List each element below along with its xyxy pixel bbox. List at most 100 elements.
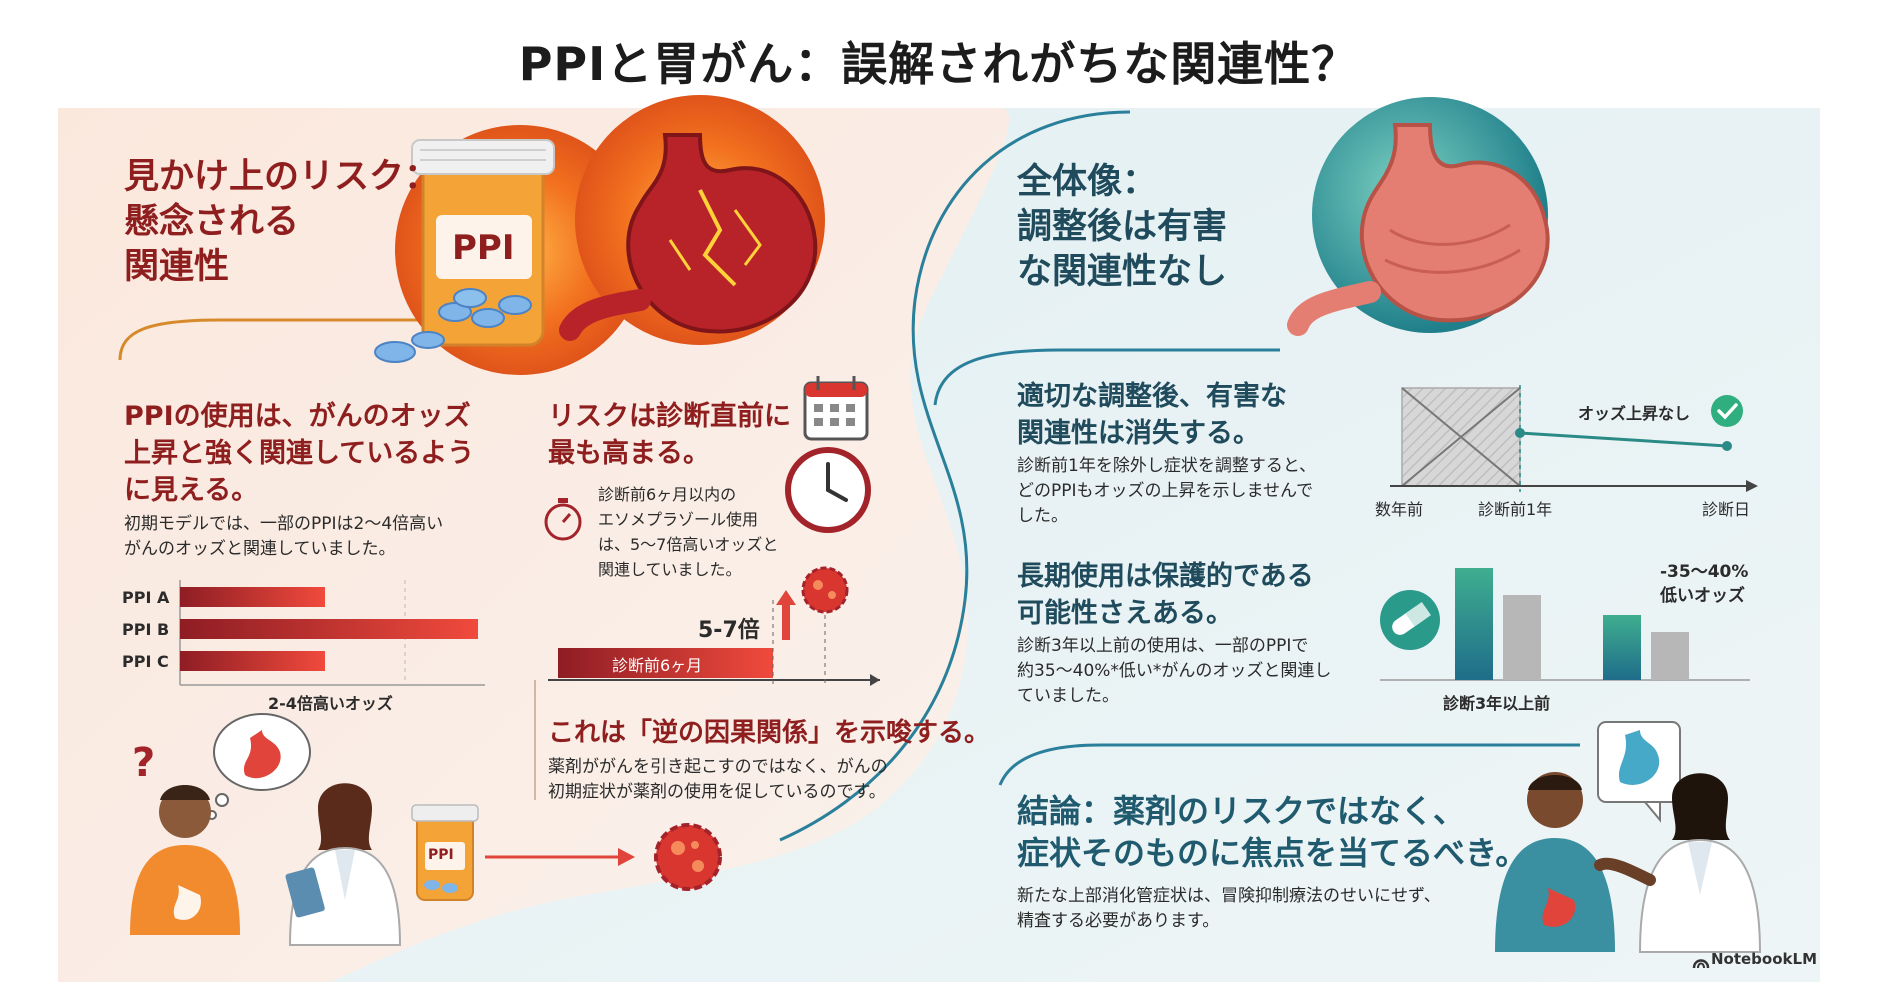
conclusion-body-line: 新たな上部消化管症状は、冒険抑制療法のせいにせず、	[1017, 886, 1441, 906]
protect-heading-line: 長期使用は保護的である	[1017, 561, 1314, 592]
right-heading-line: 全体像：	[1017, 162, 1158, 202]
conclusion-heading-line: 症状そのものに焦点を当てるべき。	[1017, 834, 1528, 872]
left-heading-line: 見かけ上のリスク：	[124, 157, 440, 197]
odds-body: 初期モデルでは、一部のPPIは2〜4倍高い がんのオッズと関連していました。	[124, 512, 443, 562]
lower-odds-tag-line: -35〜40%	[1660, 562, 1749, 582]
reverse-body: 薬剤ががんを引き起こすのではなく、がんの 初期症状が薬剤の使用を促しているのです…	[548, 755, 888, 805]
protect-body-line: ていました。	[1017, 686, 1119, 706]
adjust-body-line: 診断前1年を除外し症状を調整すると、	[1017, 456, 1317, 476]
conclusion-heading-line: 結論：薬剤のリスクではなく、	[1017, 792, 1466, 830]
protect-axis-label: 診断3年以上前	[1443, 694, 1551, 713]
doctor-icon	[285, 783, 402, 946]
clock-icon	[785, 447, 871, 533]
conclusion-body: 新たな上部消化管症状は、冒険抑制療法のせいにせず、 精査する必要があります。	[1017, 884, 1441, 934]
adjust-heading-line: 関連性は消失する。	[1017, 418, 1260, 449]
small-bottle-label: PPI	[428, 847, 454, 863]
timing-body-line: は、5〜7倍高いオッズと	[598, 535, 779, 554]
timing-body-line: エソメプラゾール使用	[598, 510, 759, 529]
lower-odds-tag-line: 低いオッズ	[1660, 586, 1745, 606]
adjust-body-line: した。	[1017, 506, 1068, 526]
reverse-body-line: 初期症状が薬剤の使用を促しているのです。	[548, 782, 886, 802]
protect-body: 診断3年以上前の使用は、一部のPPIで 約35〜40%*低い*がんのオッズと関連…	[1017, 634, 1331, 709]
bar-long-ppi	[1603, 615, 1641, 680]
bar-label-ppi-b: PPI B	[122, 620, 170, 639]
adjust-heading-line: 適切な調整後、有害な	[1017, 381, 1287, 412]
bar-ppi-c	[180, 651, 325, 671]
bar-ppi-a	[180, 587, 325, 607]
cancer-cell-icon	[801, 566, 849, 614]
calendar-icon	[803, 376, 869, 441]
patient-icon	[130, 785, 240, 935]
pill-bottle-icon	[374, 139, 555, 363]
protect-heading-line: 可能性さえある。	[1017, 598, 1233, 629]
up-arrow	[776, 590, 796, 640]
bar-3y-ppi	[1455, 568, 1493, 680]
reverse-body-line: 薬剤ががんを引き起こすのではなく、がんの	[548, 757, 888, 777]
protect-body-line: 約35〜40%*低い*がんのオッズと関連し	[1017, 661, 1332, 681]
left-heading-line: 関連性	[124, 247, 230, 287]
axis-label-1y-before: 診断前1年	[1478, 500, 1553, 519]
right-heading-line: 調整後は有害	[1017, 207, 1228, 247]
conclusion-separator-curve	[998, 743, 1580, 786]
question-mark: ?	[132, 740, 156, 786]
timing-heading-line: 最も高まる。	[548, 438, 710, 469]
timing-heading: リスクは診断直前に 最も高まる。	[548, 398, 791, 472]
left-heading-line: 懸念される	[124, 202, 300, 242]
timing-body-line: 診断前6ヶ月以内の	[598, 485, 737, 504]
bar-ppi-b	[180, 619, 478, 639]
capsule-icon	[1380, 590, 1440, 650]
conclusion-heading: 結論：薬剤のリスクではなく、 症状そのものに焦点を当てるべき。	[1017, 790, 1527, 874]
odds-axis-label: 2-4倍高いオッズ	[268, 694, 393, 713]
adjust-heading: 適切な調整後、有害な 関連性は消失する。	[1017, 378, 1287, 452]
no-odds-increase-tag: オッズ上昇なし	[1578, 404, 1691, 423]
adjusted-odds-chart	[1390, 385, 1758, 492]
bar-3y-ref	[1503, 595, 1541, 680]
adjust-body-line: どのPPIもオッズの上昇を示しませんで	[1017, 481, 1314, 501]
bar-label-ppi-a: PPI A	[122, 588, 170, 607]
timing-body-line: 関連していました。	[598, 560, 742, 579]
protect-heading: 長期使用は保護的である 可能性さえある。	[1017, 558, 1314, 632]
thought-bubble-icon	[207, 713, 311, 820]
multiplier-label: 5-7倍	[698, 618, 760, 643]
odds-heading: PPIの使用は、がんのオッズ 上昇と強く関連しているよう に見える。	[124, 398, 474, 509]
speech-bubble-icon	[1597, 721, 1681, 823]
odds-bar-chart	[179, 580, 485, 686]
protective-bar-chart	[1380, 568, 1750, 681]
odds-body-line: 初期モデルでは、一部のPPIは2〜4倍高い	[124, 514, 444, 534]
stopwatch-icon	[544, 498, 582, 541]
conclusion-body-line: 精査する必要があります。	[1017, 911, 1220, 931]
timeline-bar	[558, 648, 773, 678]
patient-icon	[1495, 772, 1615, 952]
right-heading: 全体像： 調整後は有害 な関連性なし	[1017, 160, 1227, 295]
adjust-body: 診断前1年を除外し症状を調整すると、 どのPPIもオッズの上昇を示しませんで し…	[1017, 454, 1316, 529]
protect-body-line: 診断3年以上前の使用は、一部のPPIで	[1017, 636, 1309, 656]
bottle-label: PPI	[452, 228, 515, 268]
timing-body: 診断前6ヶ月以内の エソメプラゾール使用 は、5〜7倍高いオッズと 関連していま…	[598, 482, 778, 582]
timing-heading-line: リスクは診断直前に	[548, 401, 791, 432]
right-heading-line: な関連性なし	[1017, 252, 1228, 292]
right-separator-curve	[933, 348, 1280, 406]
lower-odds-tag: -35〜40% 低いオッズ	[1660, 560, 1748, 608]
timeline-chart	[548, 590, 880, 686]
stomach-icon	[1287, 97, 1550, 336]
axis-label-diagnosis-day: 診断日	[1702, 500, 1751, 519]
bar-label-ppi-c: PPI C	[122, 652, 169, 671]
odds-heading-line: PPIの使用は、がんのオッズ	[124, 401, 471, 432]
bar-long-ref	[1651, 632, 1689, 680]
left-heading: 見かけ上のリスク： 懸念される 関連性	[124, 155, 439, 290]
stomach-icon	[559, 133, 818, 341]
divider-curve	[779, 110, 1131, 842]
cancer-cell-icon	[654, 823, 722, 891]
notebooklm-brand: NotebookLM	[1710, 950, 1817, 968]
doctor-icon	[1594, 773, 1762, 953]
check-icon	[1711, 395, 1743, 427]
axis-label-years-before: 数年前	[1375, 500, 1424, 519]
odds-heading-line: 上昇と強く関連しているよう	[124, 438, 475, 469]
pill-bottle-icon	[411, 804, 479, 901]
reverse-heading: これは「逆の因果関係」を示唆する。	[548, 718, 991, 748]
timeline-bar-label: 診断前6ヶ月	[612, 656, 703, 675]
notebooklm-logo-icon	[1692, 959, 1710, 969]
odds-body-line: がんのオッズと関連していました。	[124, 539, 396, 559]
